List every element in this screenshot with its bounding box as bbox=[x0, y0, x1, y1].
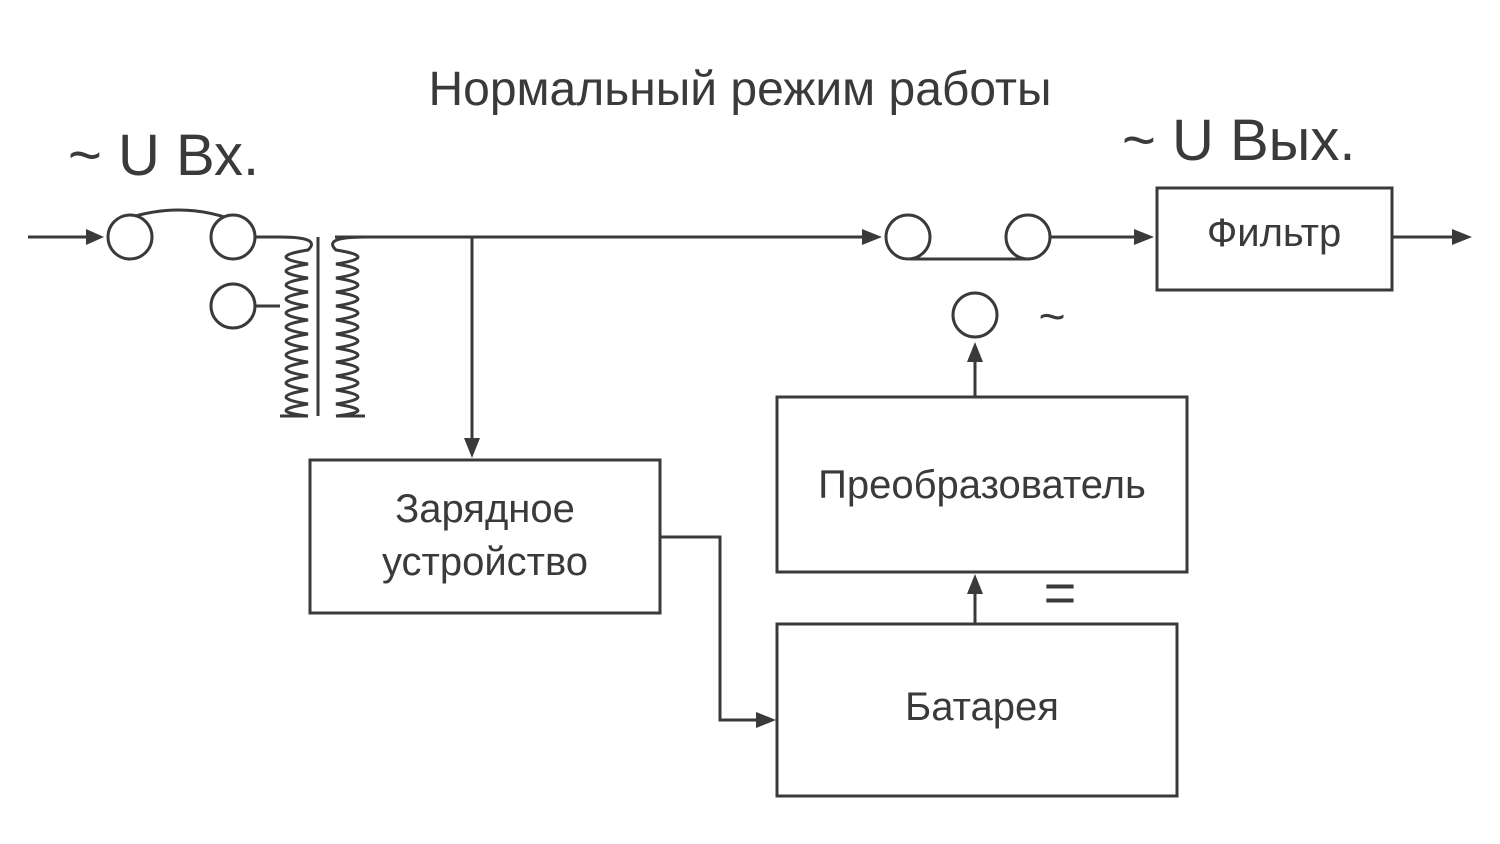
inverter-label: Преобразователь bbox=[818, 463, 1146, 507]
battery-block bbox=[775, 622, 1179, 798]
output-switch-terminal-right bbox=[1004, 213, 1052, 261]
output-switch-terminal-left bbox=[884, 213, 932, 261]
inverter-block bbox=[775, 395, 1189, 574]
battery-label: Батарея bbox=[905, 685, 1059, 729]
input-arrow-head bbox=[86, 229, 104, 245]
transformer-primary-winding bbox=[279, 235, 313, 418]
filter-block bbox=[1155, 186, 1394, 292]
transformer bbox=[255, 235, 366, 418]
inverter-output-arrow-head bbox=[967, 342, 983, 362]
input-voltage-label: ~ U Вх. bbox=[68, 123, 259, 188]
inverter-output-terminal bbox=[951, 291, 999, 339]
charger-feed-arrow-head bbox=[464, 438, 480, 458]
main-bus-arrow-head bbox=[862, 229, 882, 245]
charger-to-battery-arrow-head bbox=[756, 712, 776, 728]
ac-symbol: ~ bbox=[1039, 290, 1066, 342]
dc-symbol: = bbox=[1044, 561, 1077, 624]
charger-block bbox=[308, 458, 662, 615]
charger-label-line2: устройство bbox=[382, 540, 588, 584]
filter-feed-arrow-head bbox=[1134, 229, 1154, 245]
battery-to-inverter-arrow-head bbox=[967, 574, 983, 594]
charger-label-line1: Зарядное bbox=[395, 487, 575, 531]
input-switch-terminal-right bbox=[209, 213, 257, 261]
diagram-title: Нормальный режим работы bbox=[428, 63, 1051, 116]
transformer-tap-terminal bbox=[209, 282, 257, 330]
input-switch-terminal-left bbox=[106, 213, 154, 261]
charger-to-battery-line bbox=[660, 535, 758, 722]
output-arrow-head bbox=[1452, 229, 1472, 245]
transformer-secondary-winding bbox=[331, 235, 366, 418]
output-voltage-label: ~ U Вых. bbox=[1122, 108, 1355, 173]
filter-label: Фильтр bbox=[1207, 211, 1341, 255]
